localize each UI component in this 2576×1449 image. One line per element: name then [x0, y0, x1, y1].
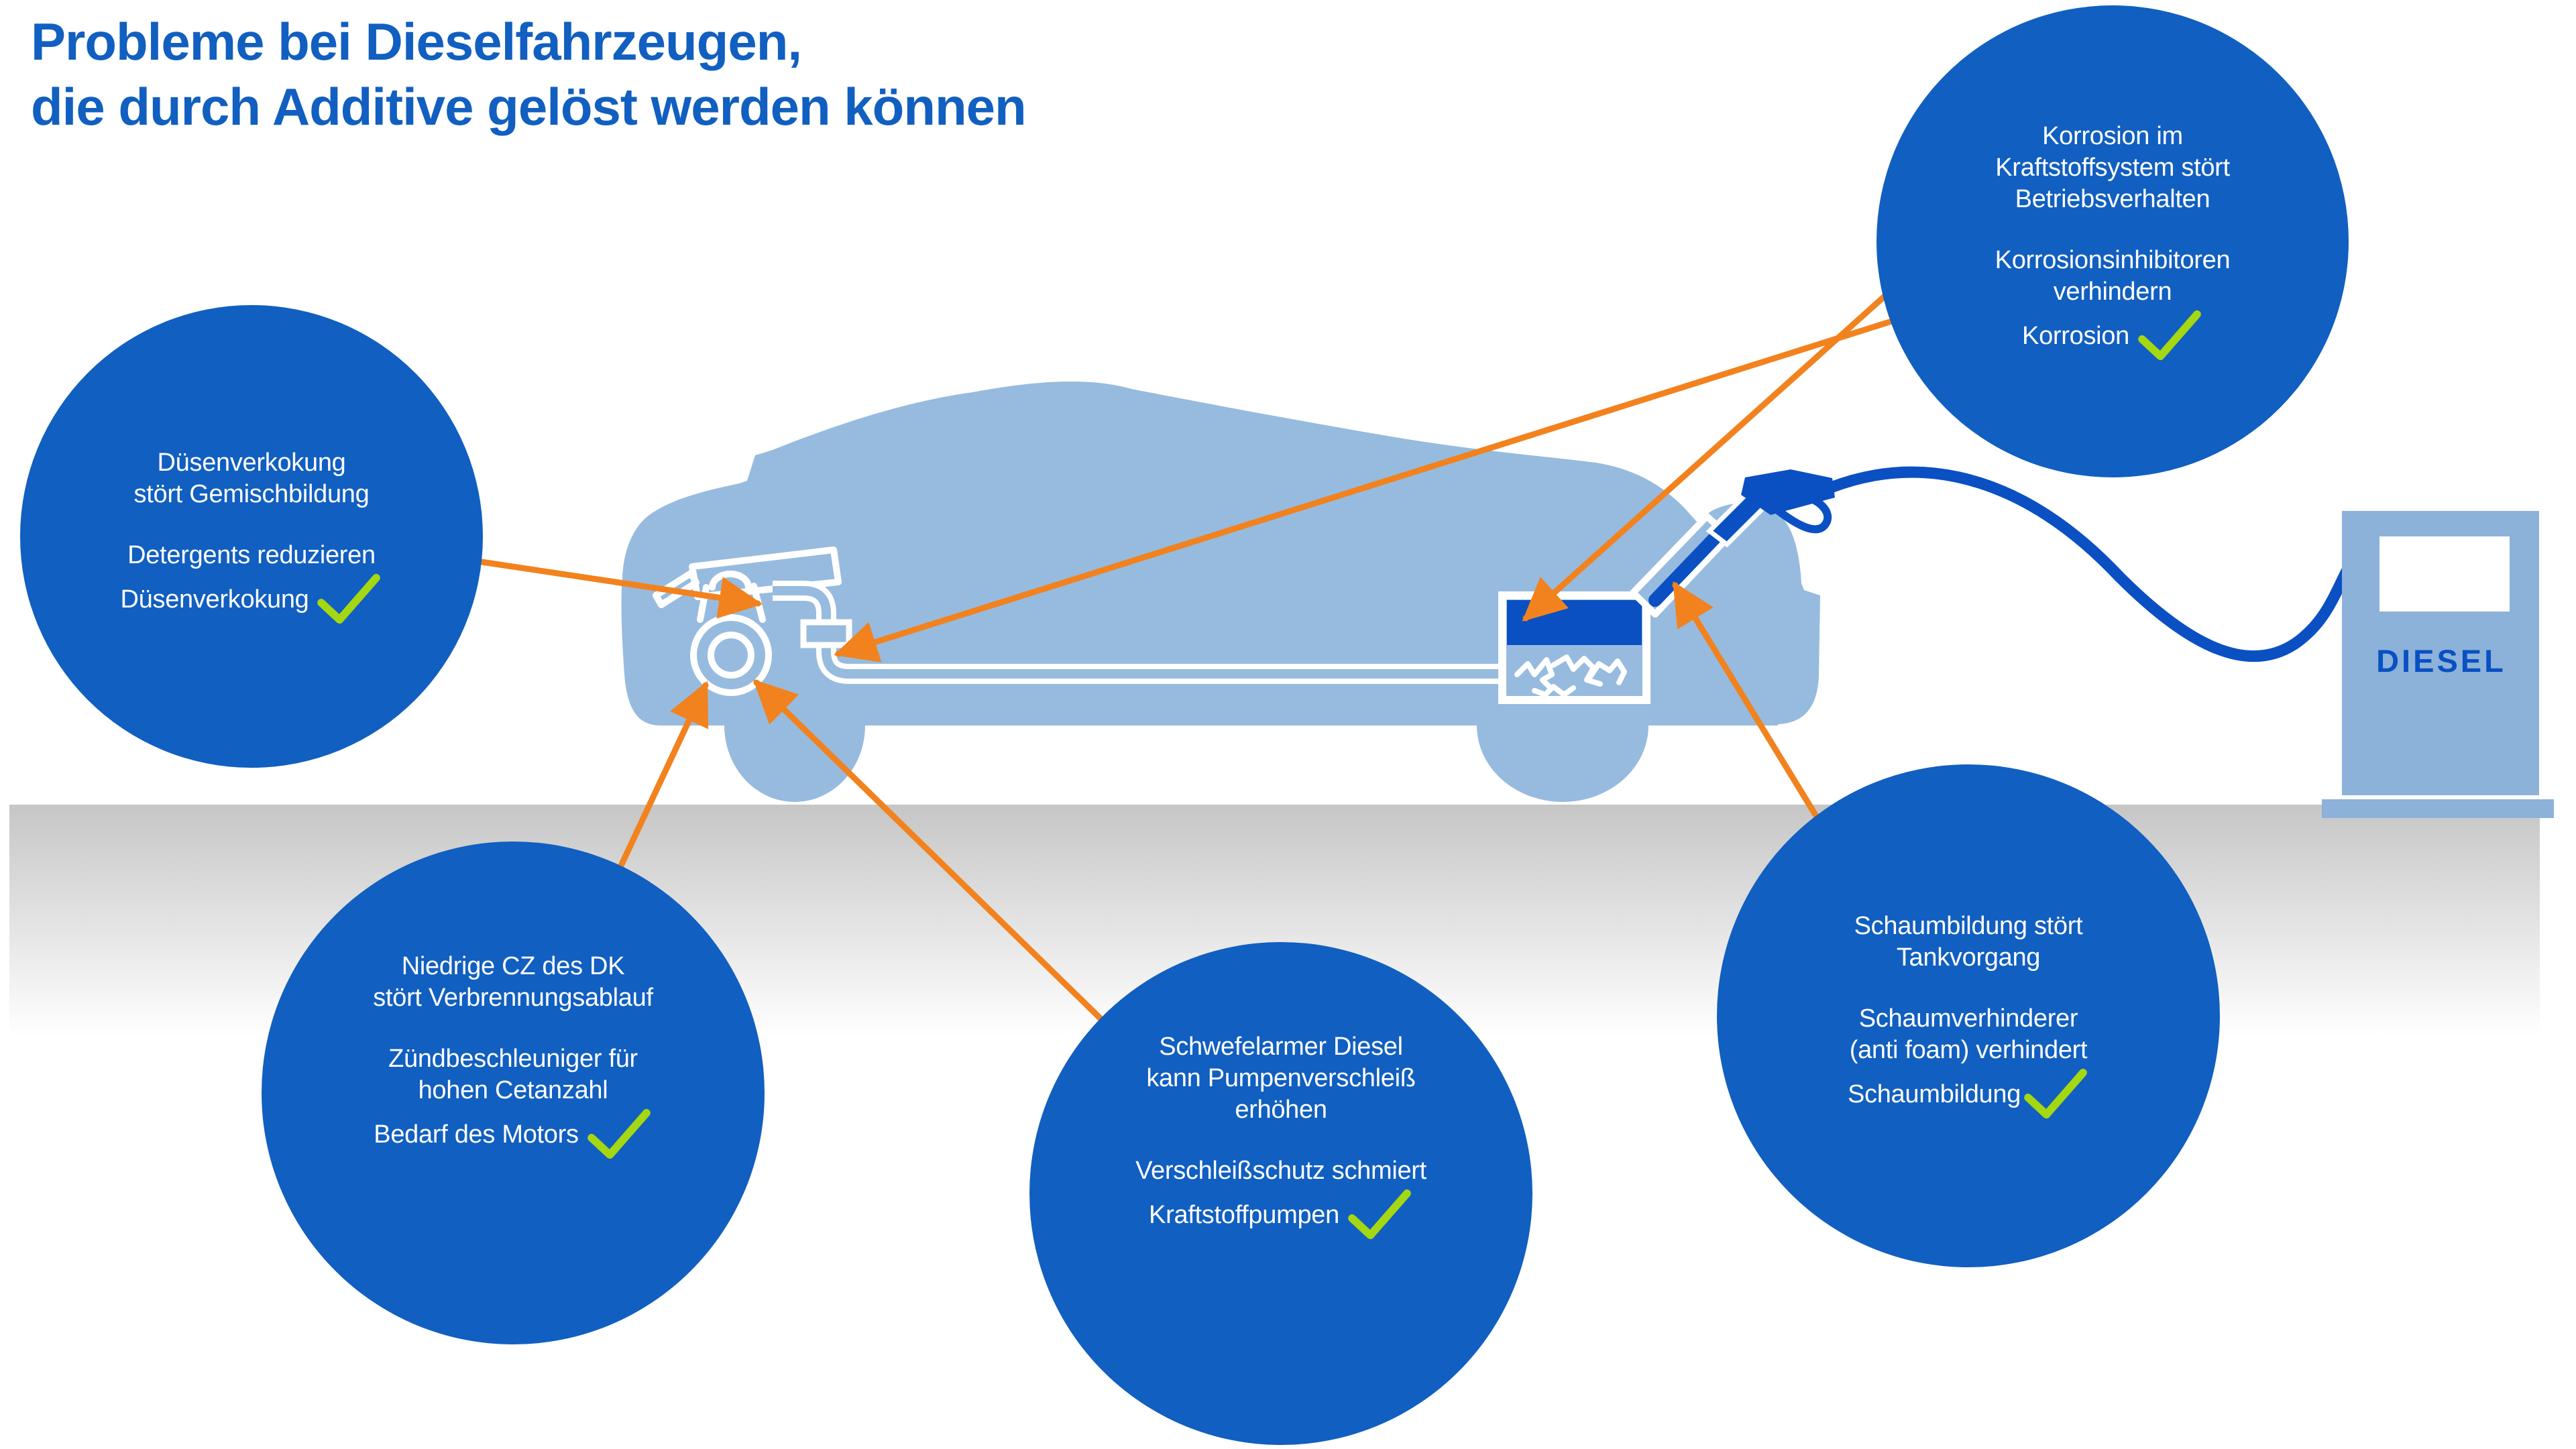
fuel-tank [1498, 591, 1650, 704]
problem-bubble-korrosion: Korrosion im Kraftstoffsystem stört Betr… [1877, 5, 2349, 477]
problem-bubble-duesenverkokung: Düsenverkokung stört Gemischbildung Dete… [20, 305, 483, 768]
pump-screen [2379, 536, 2510, 612]
fuel-level [1507, 600, 1642, 645]
page-title: Probleme bei Dieselfahrzeugen, die durch… [31, 9, 1027, 139]
arrow-korrosion-to-fuel-line [834, 318, 1895, 662]
pump-label: DIESEL [2376, 643, 2506, 679]
problem-text: Schaumbildung stört Tankvorgang [1854, 912, 2083, 972]
arrow-schaum-to-filler [1672, 581, 1819, 819]
solution-text: Detergents reduzieren Düsenverkokung [121, 540, 383, 626]
check-icon [317, 573, 381, 624]
pump-base [2322, 799, 2554, 818]
problem-text: Schwefelarmer Diesel kann Pumpenverschle… [1146, 1033, 1416, 1124]
solution-text: Korrosionsinhibitoren verhindern Korrosi… [1995, 245, 2231, 363]
check-icon [2138, 310, 2201, 360]
page-title-line1: Probleme bei Dieselfahrzeugen, [31, 12, 802, 71]
arrow-cetanzahl-to-pump [618, 681, 709, 869]
fuel-nozzle-icon [1648, 469, 1835, 607]
solution-text: Verschleißschutz schmiert Kraftstoffpump… [1135, 1155, 1426, 1242]
solution-text: Schaumverhinderer (anti foam) verhindert… [1848, 1003, 2089, 1121]
page-title-line2: die durch Additive gelöst werden können [31, 77, 1027, 136]
problem-bubble-cetanzahl: Niedrige CZ des DK stört Verbrennungsabl… [262, 842, 765, 1344]
fuel-line-connector [800, 619, 852, 648]
check-icon [1348, 1189, 1411, 1240]
foam-squiggles-icon [1514, 654, 1627, 697]
check-icon [587, 1108, 651, 1159]
arrow-korrosion-to-tank [1522, 292, 1889, 622]
problem-text: Korrosion im Kraftstoffsystem stört Betr… [1995, 121, 2230, 213]
problem-bubble-pumpenverschleiss: Schwefelarmer Diesel kann Pumpenverschle… [1029, 942, 1532, 1445]
arrow-duesenverkokung-to-injector [478, 559, 763, 619]
problem-text: Niedrige CZ des DK stört Verbrennungsabl… [373, 952, 653, 1012]
fuel-hose [1825, 466, 2355, 662]
check-icon [2024, 1068, 2087, 1119]
arrow-verschleiss-to-pump [752, 679, 1104, 1022]
problem-bubble-schaumbildung: Schaumbildung stört Tankvorgang Schaumve… [1717, 764, 2220, 1267]
solution-text: Zündbeschleuniger für hohen Cetanzahl Be… [374, 1043, 652, 1161]
problem-text: Düsenverkokung stört Gemischbildung [133, 448, 370, 508]
fuel-pump-station: DIESEL [2322, 511, 2554, 818]
